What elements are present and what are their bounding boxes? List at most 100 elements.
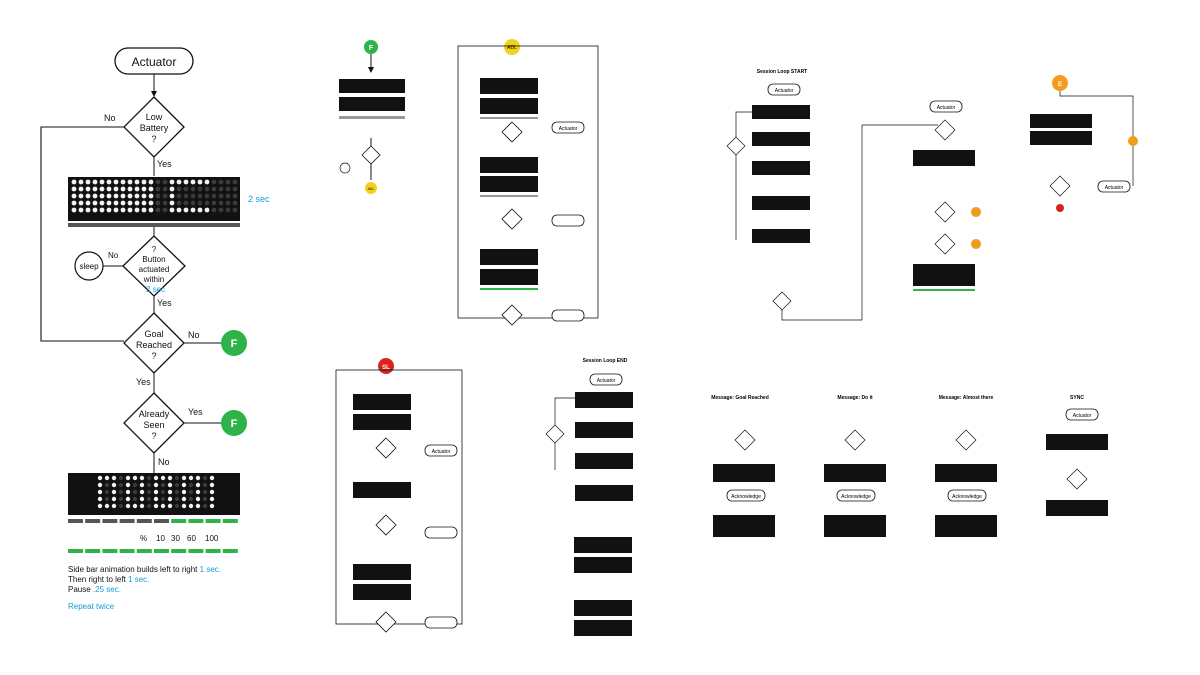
progress-60: 60	[187, 534, 196, 543]
low-battery-yes: Yes	[157, 159, 172, 169]
led-dot	[153, 482, 159, 488]
led-dot	[71, 186, 77, 192]
led-dot	[99, 200, 105, 206]
led-dot	[146, 482, 152, 488]
screen-time-label: 2 sec	[248, 194, 270, 204]
progress-segment	[154, 549, 169, 553]
note-line-3: Pause .25 sec.	[68, 585, 121, 594]
led-dot	[211, 207, 217, 213]
led-dot	[134, 186, 140, 192]
led-dot	[111, 475, 117, 481]
led-dot	[195, 475, 201, 481]
led-dot	[146, 496, 152, 502]
led-dot	[202, 496, 208, 502]
goal-line2: Reached	[136, 340, 172, 350]
f-panel-badge	[364, 40, 378, 54]
led-dot	[104, 475, 110, 481]
led-dot	[181, 489, 187, 495]
led-dot	[160, 489, 166, 495]
led-dot	[218, 186, 224, 192]
led-dot	[169, 186, 175, 192]
led-dot	[209, 489, 215, 495]
led-dot	[183, 207, 189, 213]
led-dot	[160, 482, 166, 488]
led-dot	[85, 193, 91, 199]
led-dot	[118, 496, 124, 502]
led-dot	[125, 503, 131, 509]
led-screen-battery	[68, 177, 240, 221]
led-dot	[183, 179, 189, 185]
led-dot	[202, 482, 208, 488]
svg-text:SL: SL	[382, 365, 390, 371]
progress-bar-bottom	[68, 549, 238, 553]
led-dot	[211, 186, 217, 192]
led-dot	[118, 489, 124, 495]
already-yes: Yes	[188, 407, 203, 417]
low-battery-line2: Battery	[140, 123, 169, 133]
button-yes: Yes	[157, 298, 172, 308]
panel-session-start: Session Loop START Actuator Actuator	[726, 69, 981, 321]
panel-session-end: Session Loop END Actuator	[545, 358, 633, 636]
led-dot	[106, 179, 112, 185]
led-dot	[174, 475, 180, 481]
led-dot	[78, 186, 84, 192]
led-dot	[183, 200, 189, 206]
led-dot	[113, 186, 119, 192]
adl-badge	[504, 39, 520, 55]
led-dot	[132, 496, 138, 502]
led-dot	[190, 179, 196, 185]
led-dot	[148, 193, 154, 199]
led-dot	[183, 186, 189, 192]
led-dot	[127, 186, 133, 192]
led-dot	[139, 503, 145, 509]
led-dots-battery	[71, 179, 238, 213]
panel-sl: SL Actuator	[335, 358, 463, 633]
led-dot	[148, 200, 154, 206]
svg-text:Session Loop START: Session Loop START	[757, 69, 807, 75]
led-dot	[99, 207, 105, 213]
led-dot	[78, 179, 84, 185]
led-dot	[181, 482, 187, 488]
led-dot	[209, 503, 215, 509]
led-dot	[141, 179, 147, 185]
led-dot	[160, 496, 166, 502]
progress-100: 100	[205, 534, 219, 543]
led-dot	[85, 179, 91, 185]
panel-goal-message: Message: Goal Reached Acknowledge	[711, 395, 775, 537]
led-dot	[162, 179, 168, 185]
led-screen-goal	[68, 473, 240, 515]
led-dot	[176, 207, 182, 213]
led-dot	[225, 193, 231, 199]
already-f-badge[interactable]	[221, 410, 247, 436]
progress-30: 30	[171, 534, 180, 543]
led-dot	[132, 475, 138, 481]
led-dot	[153, 475, 159, 481]
progress-segment	[171, 549, 187, 553]
svg-text:Message: Goal Reached: Message: Goal Reached	[711, 395, 769, 401]
led-dot	[174, 489, 180, 495]
led-dot	[139, 475, 145, 481]
led-dot	[204, 186, 210, 192]
led-dot	[188, 503, 194, 509]
led-dot	[181, 496, 187, 502]
led-dot	[97, 503, 103, 509]
led-dot	[127, 179, 133, 185]
led-dot	[120, 207, 126, 213]
button-line2: Button	[142, 255, 165, 264]
led-dot	[232, 207, 238, 213]
goal-f-badge[interactable]	[221, 330, 247, 356]
progress-segment	[171, 519, 187, 523]
led-dot	[160, 475, 166, 481]
led-dot	[78, 200, 84, 206]
svg-text:Actuator: Actuator	[432, 449, 451, 455]
led-dot	[183, 193, 189, 199]
actuator-label: Actuator	[132, 55, 177, 69]
svg-text:Acknowledge: Acknowledge	[731, 494, 761, 500]
led-dot	[71, 179, 77, 185]
led-dot	[209, 475, 215, 481]
led-dot	[218, 193, 224, 199]
panel-e: E Actuator	[1030, 75, 1138, 212]
led-dot	[134, 207, 140, 213]
led-dot	[99, 179, 105, 185]
